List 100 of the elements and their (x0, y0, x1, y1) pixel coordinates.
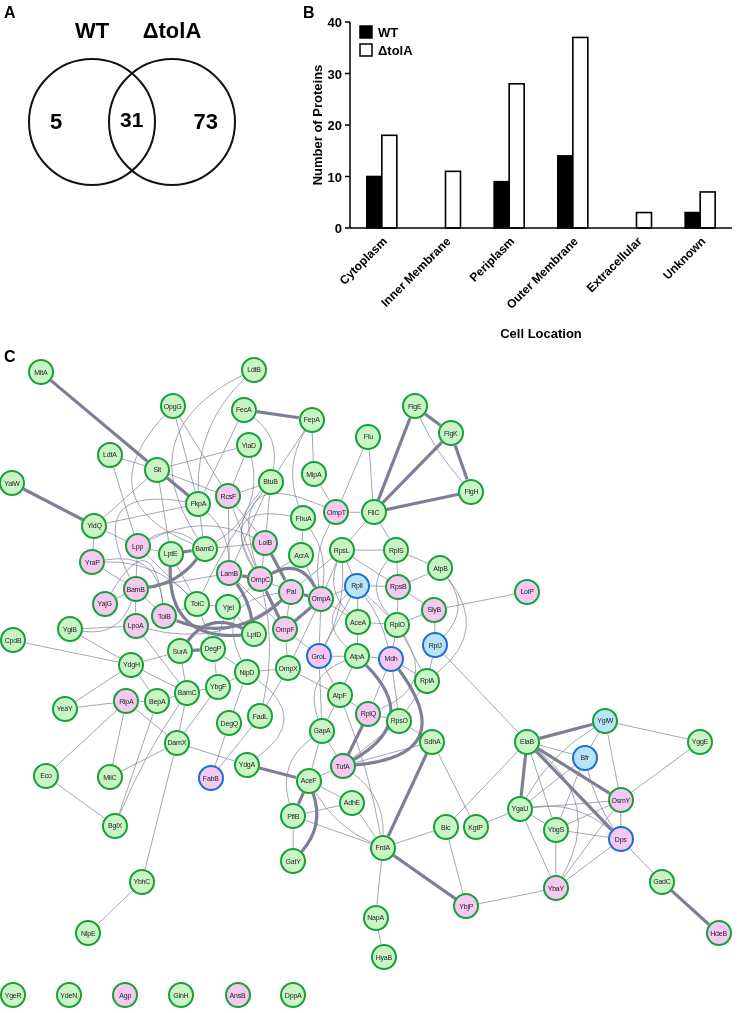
network-edge (524, 820, 551, 877)
network-edge (241, 513, 292, 569)
network-edge (233, 684, 243, 712)
network-edge (376, 860, 382, 905)
tick-label: 30 (327, 66, 342, 82)
network-edge (478, 890, 544, 905)
network-edge (352, 728, 390, 759)
network-edge (82, 601, 132, 633)
network-edge (393, 637, 396, 647)
network-edge (352, 773, 384, 836)
network-edge (80, 635, 121, 659)
network-edge (448, 839, 464, 895)
network-edge (617, 723, 688, 740)
network-edge (179, 705, 185, 731)
network-edge (537, 747, 611, 795)
network-edge (25, 642, 120, 663)
network-edge (560, 769, 581, 818)
network-edge (408, 593, 424, 604)
panel-letter: C (4, 348, 16, 366)
network-edge (119, 703, 181, 815)
network-edge (487, 813, 509, 823)
network-edge (292, 430, 306, 507)
network-edge (376, 417, 412, 501)
network-edge (197, 378, 245, 492)
network-edge (203, 421, 239, 493)
network-edge (310, 528, 325, 587)
network-edge (277, 430, 305, 472)
network-edge (369, 585, 386, 587)
network-edge (536, 749, 579, 878)
network-edge (369, 656, 379, 659)
network-edge (567, 805, 610, 825)
network-edge (394, 830, 434, 845)
network-edge (103, 477, 148, 518)
network-edge (539, 722, 594, 740)
network-edge (519, 754, 528, 796)
network-edge (293, 610, 316, 658)
network-edge (121, 458, 146, 467)
network-edge (75, 671, 121, 702)
network-edge (139, 701, 145, 702)
network-edge (144, 597, 156, 608)
network-edge (184, 696, 211, 733)
tick-label: 40 (327, 15, 342, 30)
network-edge (270, 553, 287, 581)
legend-label: WT (378, 25, 399, 40)
network-edge (434, 622, 436, 633)
network-edge (209, 605, 216, 607)
network-edge (104, 558, 164, 604)
network-edge (113, 467, 135, 535)
network-edge (56, 783, 105, 819)
network-edge (201, 615, 209, 637)
network-edge (446, 593, 515, 608)
network-edge (352, 556, 388, 580)
legend-label: ΔtolA (378, 43, 413, 58)
network-edge (408, 614, 423, 621)
network-edge (386, 752, 429, 837)
network-edge (294, 637, 310, 649)
network-edge (259, 669, 276, 672)
network-edge (629, 848, 654, 873)
network-edge (179, 416, 222, 486)
count-label: 31 (120, 108, 144, 132)
network-edge (264, 590, 281, 619)
network-edge (111, 560, 164, 604)
network-edge (293, 606, 313, 623)
network-edge (392, 853, 457, 901)
network-edge (144, 755, 174, 870)
network-edge (300, 792, 319, 853)
network-edge (314, 791, 372, 843)
tick-label: 10 (327, 169, 342, 185)
network-edge (105, 531, 127, 542)
network-edge (262, 591, 271, 704)
network-edge (343, 707, 381, 836)
network-edge (324, 667, 334, 685)
network-edge (587, 769, 614, 829)
network-edge (429, 657, 433, 669)
network-edge (112, 713, 124, 765)
panel-letter: B (303, 4, 315, 22)
network-edge (285, 737, 312, 804)
network-edge (261, 555, 264, 567)
network-edge (630, 749, 690, 793)
network-edge (311, 432, 314, 462)
network-edge (303, 593, 309, 598)
network-edge (248, 493, 325, 568)
network-edge (232, 508, 256, 568)
network-edge (385, 492, 459, 512)
network-edge (320, 770, 332, 776)
network-edge (118, 713, 154, 814)
network-edge (380, 635, 417, 710)
network-edge (114, 498, 186, 578)
network-edge (171, 375, 243, 539)
network-edge (357, 598, 359, 610)
network-edge (354, 549, 384, 551)
network-edge (169, 448, 237, 467)
network-edge (148, 531, 195, 542)
network-edge (381, 441, 443, 505)
network-edge (169, 696, 175, 699)
network-edge (229, 677, 236, 682)
network-edge (176, 564, 192, 593)
network-edge (305, 820, 371, 844)
network-edge (328, 741, 337, 756)
network-edge (217, 543, 253, 548)
